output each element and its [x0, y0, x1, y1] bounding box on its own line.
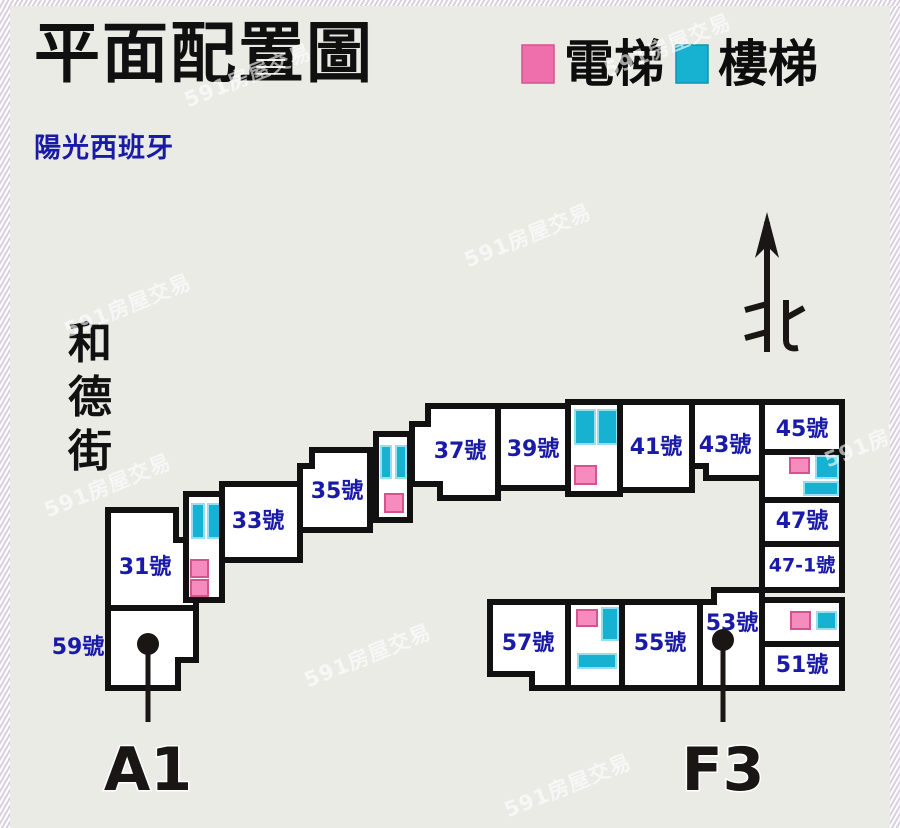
marker-a1[interactable]: A1 — [102, 633, 194, 807]
unit-label-u37: 37號 — [434, 439, 487, 464]
core-31-33[interactable] — [183, 491, 225, 603]
core-51[interactable] — [759, 597, 845, 647]
frame-edge-left — [0, 0, 10, 828]
street-char-2: 德 — [68, 372, 112, 423]
unit-u471[interactable] — [759, 541, 845, 593]
unit-u35[interactable] — [297, 447, 373, 533]
marker-label-f3: F3 — [682, 735, 765, 805]
elevator-block — [190, 579, 209, 597]
unit-label-u55: 55號 — [634, 631, 687, 656]
legend-label-elevator: 電梯 — [564, 35, 664, 93]
unit-label-u51: 51號 — [776, 653, 829, 678]
elevator-block — [190, 559, 209, 578]
marker-label-a1: A1 — [104, 735, 192, 805]
street-char-3: 街 — [67, 426, 112, 477]
header: 平面配置圖 電梯 樓梯 陽光西班牙 — [0, 0, 900, 170]
unit-u37[interactable] — [409, 403, 501, 501]
unit-label-u57: 57號 — [502, 631, 555, 656]
elevator-swatch-icon — [521, 44, 555, 84]
unit-label-u39: 39號 — [507, 437, 560, 462]
unit-label-u35: 35號 — [311, 479, 364, 504]
frame-edge-top — [0, 0, 900, 6]
core-45-47[interactable] — [759, 449, 845, 503]
legend: 電梯 樓梯 — [520, 38, 818, 90]
stairs-block — [803, 481, 839, 496]
stairs-block — [577, 653, 617, 669]
core-39-41[interactable] — [565, 399, 623, 497]
unit-label-u471: 47-1號 — [769, 555, 836, 577]
project-subtitle: 陽光西班牙 — [34, 133, 174, 164]
core-35-37[interactable] — [373, 431, 413, 523]
stairs-block — [191, 503, 205, 539]
marker-f3[interactable]: F3 — [680, 629, 766, 807]
frame-edge-right — [890, 0, 900, 828]
stairs-block — [207, 503, 221, 539]
stairs-block — [815, 455, 839, 479]
stairs-swatch-icon — [675, 44, 709, 84]
unit-label-u45: 45號 — [776, 417, 829, 442]
street-char-1: 和 — [68, 318, 112, 369]
street-name-label: 和 德 街 — [67, 318, 112, 477]
elevator-block — [384, 493, 404, 513]
page-title: 平面配置圖 — [34, 15, 374, 92]
core-55-57[interactable] — [565, 599, 625, 691]
stairs-block — [601, 607, 619, 641]
unit-u41[interactable] — [617, 399, 695, 493]
unit-u33[interactable] — [219, 481, 303, 563]
elevator-block — [576, 609, 598, 627]
unit-label-u53: 53號 — [706, 611, 759, 636]
elevator-block — [574, 465, 597, 485]
unit-label-u59: 59號 — [52, 635, 105, 660]
unit-label-u43: 43號 — [699, 433, 752, 458]
legend-item-stairs: 樓梯 — [674, 38, 818, 90]
unit-label-u41: 41號 — [630, 435, 683, 460]
unit-label-u31: 31號 — [119, 555, 172, 580]
stairs-block — [816, 611, 837, 630]
elevator-block — [789, 457, 810, 474]
elevator-block — [790, 611, 811, 630]
legend-label-stairs: 樓梯 — [718, 35, 818, 93]
unit-label-u33: 33號 — [232, 509, 285, 534]
stairs-block — [395, 445, 407, 479]
stairs-block — [574, 409, 596, 445]
legend-item-elevator: 電梯 — [520, 38, 664, 90]
stairs-block — [597, 409, 618, 445]
north-arrow-icon — [744, 212, 806, 352]
stairs-block — [380, 445, 392, 479]
unit-label-u47: 47號 — [776, 509, 829, 534]
